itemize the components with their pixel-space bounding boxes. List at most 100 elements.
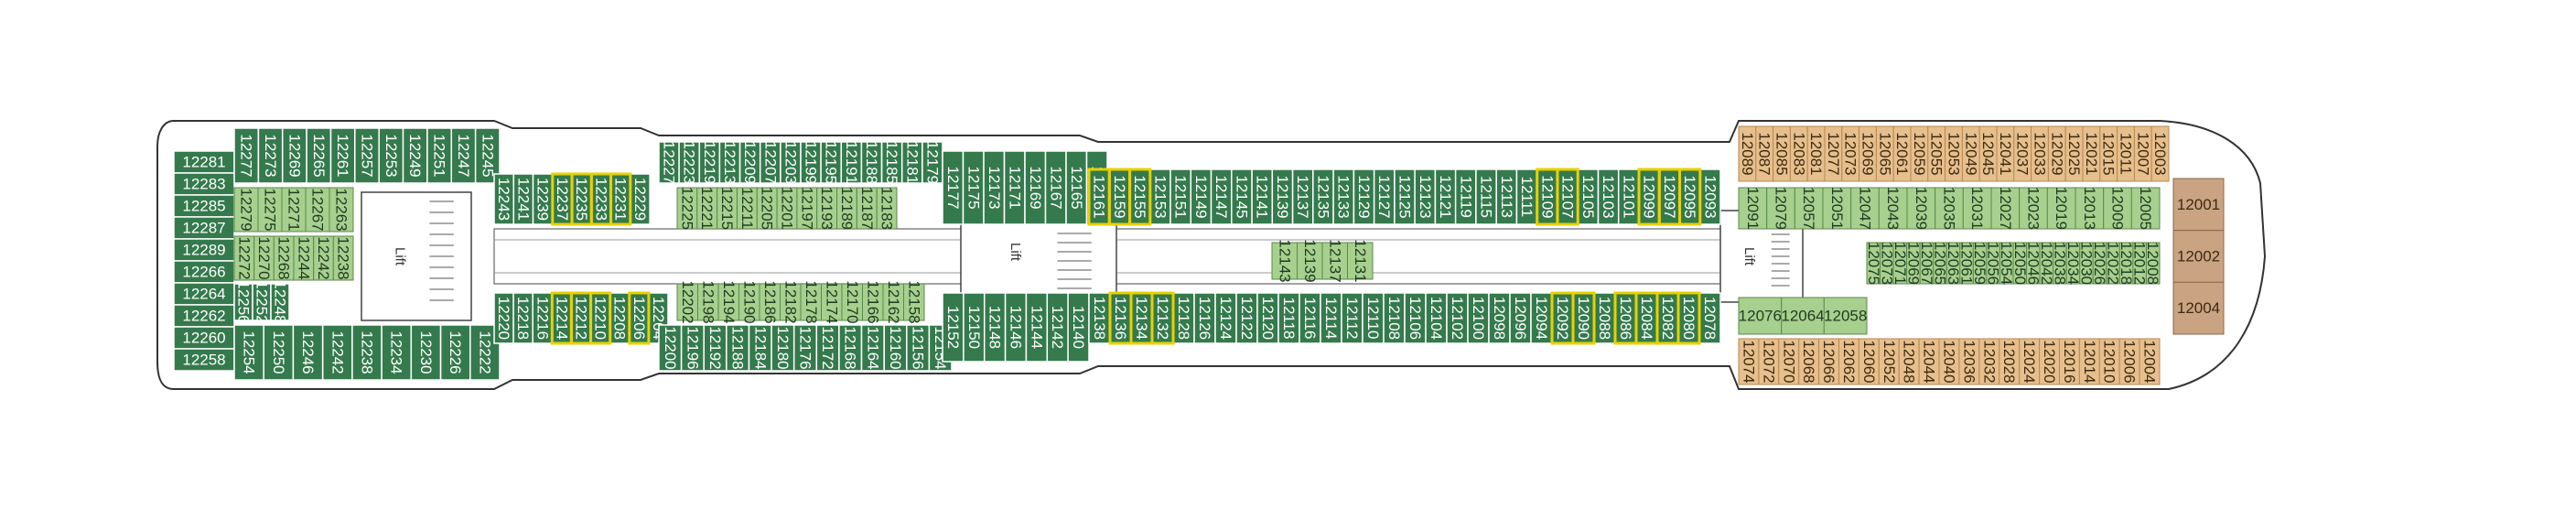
cabin-label: 12190 <box>740 280 758 323</box>
cabin-12226[interactable] <box>439 324 471 381</box>
cabin-12188[interactable] <box>726 324 750 372</box>
cabin-12172[interactable] <box>815 324 840 372</box>
cabin-label: 12234 <box>388 330 405 374</box>
lift-aft-area <box>361 191 472 321</box>
cabin-label: 12006 <box>2121 340 2139 383</box>
cabin-12008[interactable] <box>2146 242 2161 285</box>
cabin-12289[interactable] <box>173 238 235 262</box>
cabin-12047[interactable] <box>1850 187 1880 230</box>
cabin-12058[interactable] <box>1823 297 1868 335</box>
cabin-highlight <box>1676 291 1701 345</box>
cabin-highlight <box>628 291 651 345</box>
cabin-label: 12212 <box>573 297 590 340</box>
cabin-label: 12131 <box>1352 239 1369 282</box>
cabin-label: 12116 <box>1301 297 1319 339</box>
cabin-12257[interactable] <box>354 127 380 184</box>
cabin-label: 12210 <box>592 297 609 340</box>
cabin-12003[interactable] <box>2150 125 2170 182</box>
cabin-12247[interactable] <box>450 127 477 184</box>
cabin-12222[interactable] <box>469 324 501 381</box>
cabin-label: 12076 <box>1739 308 1782 325</box>
cabin-12004[interactable] <box>2172 281 2225 335</box>
cabin-12168[interactable] <box>838 324 863 372</box>
cabin-12079[interactable] <box>1766 187 1795 230</box>
cabin-label: 12014 <box>2081 340 2098 383</box>
cabin-12019[interactable] <box>2046 187 2076 230</box>
cabin-12260[interactable] <box>173 326 235 350</box>
cabin-label: 12222 <box>476 330 493 374</box>
cabin-label: 12058 <box>1824 308 1867 325</box>
cabin-12004[interactable] <box>2139 338 2161 385</box>
cabin-label: 12218 <box>514 297 532 340</box>
cabin-12180[interactable] <box>771 324 795 372</box>
cabin-12253[interactable] <box>378 127 404 184</box>
cabin-label: 12226 <box>447 330 464 374</box>
cabin-label: 12201 <box>779 187 796 230</box>
cabin-12031[interactable] <box>1962 187 1992 230</box>
cabin-12043[interactable] <box>1878 187 1908 230</box>
cabin-label: 12089 <box>1739 132 1756 175</box>
cabin-12176[interactable] <box>792 324 818 372</box>
cabin-label: 12199 <box>803 141 820 184</box>
cabin-12238[interactable] <box>332 235 354 281</box>
cabin-12013[interactable] <box>2075 187 2105 230</box>
cabin-12076[interactable] <box>1738 297 1783 335</box>
cabin-12005[interactable] <box>2130 187 2161 230</box>
cabin-label: 12133 <box>1335 175 1353 218</box>
cabin-12002[interactable] <box>2172 230 2225 283</box>
cabin-12275[interactable] <box>257 187 283 233</box>
cabin-12035[interactable] <box>1935 187 1964 230</box>
cabin-12266[interactable] <box>173 260 235 284</box>
cabin-12281[interactable] <box>173 150 235 174</box>
cabin-label: 12272 <box>235 236 253 279</box>
cabin-12262[interactable] <box>173 304 235 328</box>
cabin-12131[interactable] <box>1347 242 1374 280</box>
cabin-label: 12041 <box>1997 132 2014 175</box>
cabin-label: 12069 <box>1904 242 1922 285</box>
cabin-12158[interactable] <box>903 283 925 321</box>
cabin-12273[interactable] <box>257 127 284 184</box>
cabin-12267[interactable] <box>305 187 330 233</box>
cabin-label: 12169 <box>1027 166 1044 209</box>
cabin-12234[interactable] <box>381 324 413 381</box>
cabin-12039[interactable] <box>1906 187 1936 230</box>
cabin-12248[interactable] <box>270 283 290 321</box>
cabin-label: 12230 <box>417 330 435 374</box>
cabin-label: 12122 <box>1238 297 1256 340</box>
cabin-label: 12086 <box>1617 297 1634 340</box>
cabin-12200[interactable] <box>658 324 683 372</box>
cabin-label: 12032 <box>1980 340 1998 383</box>
cabin-12001[interactable] <box>2172 178 2225 232</box>
cabin-12263[interactable] <box>329 187 354 233</box>
cabin-12285[interactable] <box>173 194 235 218</box>
cabin-12192[interactable] <box>703 324 728 372</box>
cabin-12265[interactable] <box>306 127 332 184</box>
cabin-12242[interactable] <box>321 324 353 381</box>
cabin-label: 12075 <box>1865 242 1882 285</box>
cabin-label: 12059 <box>1911 132 1928 175</box>
cabin-label: 12225 <box>678 187 695 230</box>
cabin-12156[interactable] <box>906 324 931 372</box>
cabin-label: 12153 <box>1151 175 1169 218</box>
cabin-12064[interactable] <box>1781 297 1825 335</box>
cabin-label: 12268 <box>275 236 293 279</box>
cabin-label: 12090 <box>1575 297 1592 340</box>
cabin-12139[interactable] <box>1297 242 1323 280</box>
cabin-label: 12082 <box>1659 297 1676 340</box>
cabin-label: 12239 <box>534 178 552 221</box>
cabin-label: 12254 <box>241 330 258 374</box>
cabin-12137[interactable] <box>1321 242 1348 280</box>
cabin-12277[interactable] <box>233 127 260 184</box>
cabin-12258[interactable] <box>173 348 235 372</box>
cabin-12143[interactable] <box>1271 242 1298 280</box>
cabin-12271[interactable] <box>281 187 307 233</box>
cabin-label: 12155 <box>1131 175 1148 218</box>
cabin-label: 12002 <box>2177 248 2220 265</box>
cabin-12196[interactable] <box>680 324 705 372</box>
cabin-12249[interactable] <box>402 127 428 184</box>
cabin-12183[interactable] <box>876 187 898 230</box>
cabin-label: 12004 <box>2141 340 2159 383</box>
cabin-12238[interactable] <box>351 324 383 381</box>
cabin-label: 12188 <box>729 326 747 369</box>
cabin-label: 12134 <box>1133 297 1150 340</box>
